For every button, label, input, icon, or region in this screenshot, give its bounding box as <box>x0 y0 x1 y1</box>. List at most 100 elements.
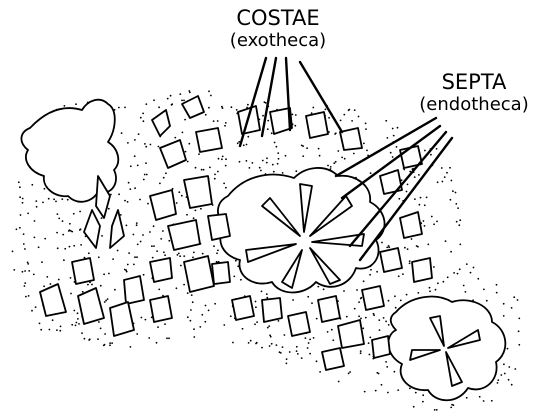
stipple-dot <box>134 187 136 189</box>
stipple-dot <box>62 234 64 236</box>
stipple-dot <box>208 90 210 92</box>
stipple-dot <box>130 346 132 348</box>
stipple-dot <box>183 100 185 102</box>
stipple-dot <box>473 267 475 269</box>
stipple-dot <box>447 276 449 278</box>
stipple-dot <box>365 317 367 319</box>
stipple-dot <box>504 373 506 375</box>
stipple-dot <box>376 271 378 273</box>
stipple-dot <box>187 161 189 163</box>
fragment <box>338 320 364 348</box>
stipple-dot <box>205 114 207 116</box>
stipple-dot <box>477 278 479 280</box>
stipple-dot <box>316 318 318 320</box>
stipple-dot <box>268 325 270 327</box>
stipple-dot <box>193 252 195 254</box>
stipple-dot <box>292 114 294 116</box>
stipple-dot <box>497 379 499 381</box>
stipple-dot <box>307 296 309 298</box>
stipple-dot <box>12 251 14 253</box>
stipple-dot <box>496 292 498 294</box>
stipple-dot <box>210 95 212 97</box>
stipple-dot <box>143 179 145 181</box>
stipple-dot <box>42 202 44 204</box>
stipple-dot <box>31 310 33 312</box>
stipple-dot <box>271 343 273 345</box>
stipple-dot <box>225 187 227 189</box>
stipple-dot <box>364 391 366 393</box>
stipple-dot <box>98 321 100 323</box>
stipple-dot <box>22 202 24 204</box>
stipple-dot <box>180 265 182 267</box>
stipple-dot <box>158 289 160 291</box>
stipple-dot <box>183 255 185 257</box>
stipple-dot <box>89 338 91 340</box>
stipple-dot <box>57 247 59 249</box>
stipple-dot <box>142 113 144 115</box>
stipple-dot <box>185 151 187 153</box>
stipple-dot <box>165 172 167 174</box>
stipple-dot <box>266 293 268 295</box>
stipple-dot <box>208 310 210 312</box>
stipple-dot <box>246 160 248 162</box>
stipple-dot <box>296 350 298 352</box>
stipple-dot <box>331 329 333 331</box>
stipple-dot <box>222 156 224 158</box>
stipple-dot <box>181 100 183 102</box>
stipple-dot <box>27 263 29 265</box>
stipple-dot <box>28 270 30 272</box>
stipple-dot <box>255 343 257 345</box>
stipple-dot <box>383 317 385 319</box>
stipple-dot <box>343 114 345 116</box>
stipple-dot <box>496 284 498 286</box>
septa-subtitle: (endotheca) <box>414 96 534 114</box>
stipple-dot <box>217 250 219 252</box>
stipple-dot <box>411 238 413 240</box>
stipple-dot <box>388 324 390 326</box>
stipple-dot <box>379 329 381 331</box>
stipple-dot <box>136 224 138 226</box>
stipple-dot <box>137 165 139 167</box>
stipple-dot <box>247 136 249 138</box>
stipple-dot <box>200 208 202 210</box>
stipple-dot <box>41 261 43 263</box>
stipple-dot <box>103 345 105 347</box>
stipple-dot <box>255 301 257 303</box>
stipple-dot <box>28 295 30 297</box>
stipple-dot <box>426 197 428 199</box>
stipple-dot <box>214 174 216 176</box>
stipple-dot <box>118 107 120 109</box>
stipple-dot <box>104 333 106 335</box>
stipple-dot <box>414 198 416 200</box>
stipple-dot <box>79 211 81 213</box>
stipple-dot <box>340 120 342 122</box>
stipple-dot <box>407 184 409 186</box>
stipple-dot <box>78 323 80 325</box>
stipple-dot <box>192 257 194 259</box>
stipple-dot <box>442 181 444 183</box>
stipple-dot <box>176 202 178 204</box>
stipple-dot <box>415 392 417 394</box>
stipple-dot <box>424 204 426 206</box>
stipple-dot <box>16 228 18 230</box>
stipple-dot <box>184 119 186 121</box>
stipple-dot <box>387 137 389 139</box>
stipple-dot <box>296 346 298 348</box>
stipple-dot <box>261 291 263 293</box>
stipple-dot <box>40 329 42 331</box>
stipple-dot <box>256 321 258 323</box>
stipple-dot <box>232 342 234 344</box>
fragment <box>380 170 402 194</box>
stipple-dot <box>433 266 435 268</box>
stipple-dot <box>306 147 308 149</box>
stipple-dot <box>277 163 279 165</box>
fragment <box>362 286 384 310</box>
stipple-dot <box>518 330 520 332</box>
stipple-dot <box>369 354 371 356</box>
stipple-dot <box>130 165 132 167</box>
stipple-dot <box>265 102 267 104</box>
stipple-dot <box>35 306 37 308</box>
fragment <box>152 110 170 136</box>
stipple-dot <box>459 268 461 270</box>
stipple-dot <box>192 301 194 303</box>
